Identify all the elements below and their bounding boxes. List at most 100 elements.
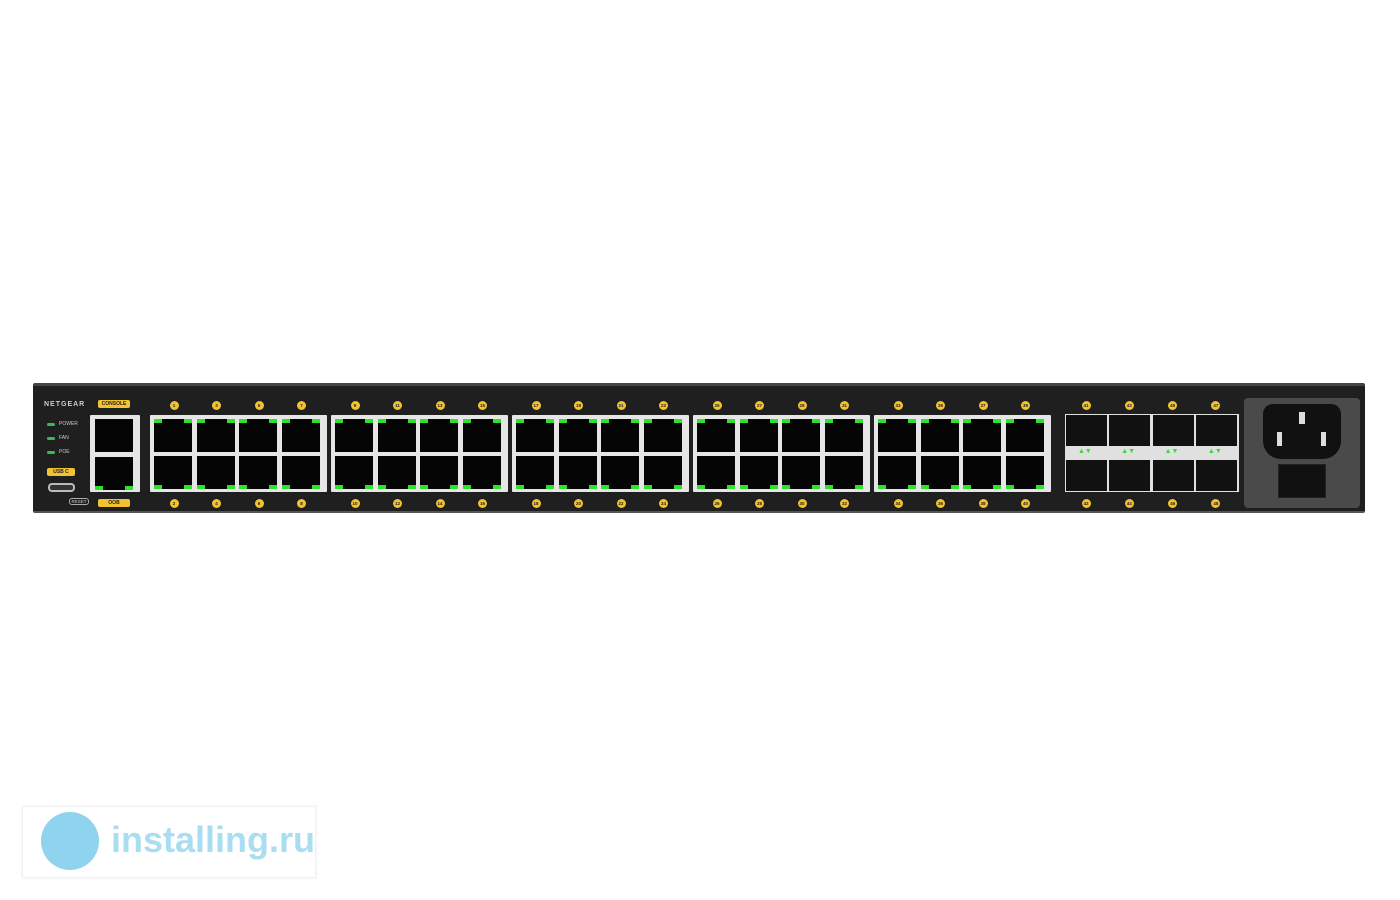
rj45-port-16[interactable] [462, 456, 501, 489]
rj45-port-4[interactable] [196, 456, 235, 489]
rj45-port-2[interactable] [154, 456, 192, 489]
link-led [878, 485, 886, 489]
rj45-port-36[interactable] [920, 456, 959, 489]
sfp-port-44[interactable] [1109, 460, 1151, 491]
rj45-port-1[interactable] [154, 419, 192, 452]
port-number: 10 [350, 499, 360, 508]
status-led [47, 451, 55, 454]
console-port[interactable] [95, 419, 133, 452]
rj45-port-33[interactable] [878, 419, 916, 452]
rj45-port-28[interactable] [739, 456, 778, 489]
sfp-port-46[interactable] [1152, 460, 1194, 491]
link-led [1005, 419, 1014, 423]
link-led [420, 419, 428, 423]
sfp-port-41[interactable] [1066, 415, 1107, 446]
port-number: 33 [893, 401, 903, 410]
rj45-port-22[interactable] [601, 456, 639, 489]
link-led [697, 419, 705, 423]
rj45-port-12[interactable] [377, 456, 416, 489]
port-number: 31 [840, 401, 849, 410]
oob-port[interactable] [95, 457, 133, 490]
activity-led [311, 419, 320, 423]
rj45-port-17[interactable] [516, 419, 554, 452]
rj45-port-9[interactable] [335, 419, 373, 452]
port-number: 46 [1168, 499, 1178, 508]
link-led [335, 485, 343, 489]
activity-led [226, 485, 235, 489]
port-number: 19 [574, 401, 583, 410]
port-number: 20 [574, 499, 583, 508]
port-number: 24 [659, 499, 668, 508]
rj45-port-39[interactable] [1005, 419, 1044, 452]
link-led [920, 419, 929, 423]
rj45-port-25[interactable] [697, 419, 735, 452]
usb-c-label: USB C [47, 468, 75, 476]
rj45-port-6[interactable] [239, 456, 277, 489]
rj45-port-13[interactable] [420, 419, 458, 452]
rj45-port-19[interactable] [558, 419, 597, 452]
sfp-port-42[interactable] [1066, 460, 1107, 491]
port-number: 37 [978, 401, 988, 410]
power-switch[interactable] [1278, 464, 1326, 498]
rj45-port-34[interactable] [878, 456, 916, 489]
activity-led [854, 419, 863, 423]
activity-led [769, 419, 778, 423]
rj45-port-24[interactable] [643, 456, 682, 489]
port-number: 39 [1021, 401, 1030, 410]
link-led [920, 485, 929, 489]
activity-led [993, 485, 1001, 489]
rj45-port-14[interactable] [420, 456, 458, 489]
rj45-port-32[interactable] [824, 456, 863, 489]
rj45-port-7[interactable] [281, 419, 320, 452]
link-led [601, 485, 609, 489]
link-led [782, 419, 790, 423]
port-number: 40 [1021, 499, 1030, 508]
activity-led [546, 419, 554, 423]
rj45-port-23[interactable] [643, 419, 682, 452]
rj45-port-15[interactable] [462, 419, 501, 452]
rj45-port-18[interactable] [516, 456, 554, 489]
sfp-link-arrows-icon: ▲▼ [1207, 448, 1222, 455]
port-group [693, 415, 870, 492]
rj45-port-21[interactable] [601, 419, 639, 452]
link-led [516, 485, 524, 489]
console-label: CONSOLE [98, 400, 130, 408]
status-led [47, 437, 55, 440]
rj45-port-20[interactable] [558, 456, 597, 489]
port-number: 16 [478, 499, 487, 508]
link-led [462, 485, 471, 489]
console-oob-ports [90, 415, 140, 492]
rj45-port-5[interactable] [239, 419, 277, 452]
rj45-port-29[interactable] [782, 419, 820, 452]
rj45-port-30[interactable] [782, 456, 820, 489]
sfp-port-45[interactable] [1152, 415, 1194, 446]
rj45-port-26[interactable] [697, 456, 735, 489]
rj45-port-37[interactable] [963, 419, 1001, 452]
sfp-link-arrows-icon: ▲▼ [1078, 448, 1092, 455]
watermark-text: installing.ru [111, 819, 316, 860]
rj45-port-8[interactable] [281, 456, 320, 489]
ac-power-socket[interactable] [1263, 404, 1341, 459]
activity-led [1035, 419, 1044, 423]
rj45-port-31[interactable] [824, 419, 863, 452]
rj45-port-10[interactable] [335, 456, 373, 489]
usb-c-port[interactable] [48, 483, 75, 492]
link-led [377, 419, 386, 423]
link-led [516, 419, 524, 423]
port-number: 29 [797, 401, 807, 410]
rj45-port-11[interactable] [377, 419, 416, 452]
rj45-port-27[interactable] [739, 419, 778, 452]
sfp-port-48[interactable] [1195, 460, 1237, 491]
sfp-port-47[interactable] [1195, 415, 1237, 446]
rj45-port-40[interactable] [1005, 456, 1044, 489]
sfp-port-43[interactable] [1109, 415, 1151, 446]
rj45-port-38[interactable] [963, 456, 1001, 489]
port-number: 9 [350, 401, 360, 410]
link-led [196, 419, 205, 423]
activity-led [365, 419, 373, 423]
activity-led [546, 485, 554, 489]
rj45-port-3[interactable] [196, 419, 235, 452]
reset-button[interactable]: RESET [69, 498, 89, 505]
rj45-port-35[interactable] [920, 419, 959, 452]
